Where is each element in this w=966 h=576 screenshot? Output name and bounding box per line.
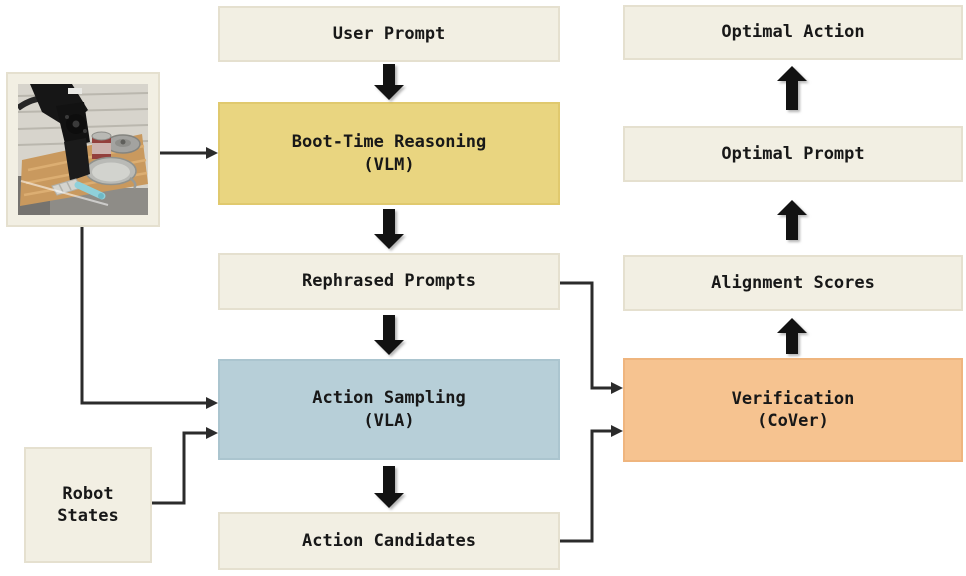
node-boot-time-reasoning: Boot-Time Reasoning (VLM) — [218, 102, 560, 205]
node-optimal-prompt: Optimal Prompt — [623, 126, 963, 182]
scene-metal-bowl — [85, 156, 137, 189]
node-user-prompt: User Prompt — [218, 6, 560, 62]
node-user-prompt-label: User Prompt — [332, 23, 446, 44]
arrow-verification-to-alignment — [777, 318, 807, 354]
node-robot-states: Robot States — [24, 447, 152, 563]
arrow-photo-to-action-sampling — [80, 227, 218, 409]
node-verification-sublabel: (CoVer) — [757, 411, 829, 431]
node-verification-label: Verification — [731, 388, 855, 409]
node-robot-states-line1: Robot — [62, 483, 114, 504]
scene-can — [91, 131, 112, 159]
arrow-rephrased-to-verification — [560, 281, 623, 394]
scene-acrylic-edge — [20, 180, 109, 206]
node-alignment-scores: Alignment Scores — [623, 255, 963, 311]
node-rephrased-prompts-label: Rephrased Prompts — [302, 271, 476, 292]
node-alignment-scores-label: Alignment Scores — [711, 272, 875, 293]
scene-robot-arm — [18, 84, 90, 181]
node-boot-time-sublabel: (VLM) — [363, 154, 415, 175]
arrow-boot-time-to-rephrased — [374, 209, 404, 249]
node-action-candidates-label: Action Candidates — [302, 530, 476, 551]
node-optimal-prompt-label: Optimal Prompt — [721, 143, 865, 164]
robot-observation-photo — [6, 72, 160, 227]
arrow-optimal-prompt-to-optimal-action — [777, 66, 807, 110]
node-boot-time-label: Boot-Time Reasoning — [291, 132, 487, 153]
robot-scene-illustration — [18, 84, 148, 215]
node-action-candidates: Action Candidates — [218, 512, 560, 570]
node-optimal-action-label: Optimal Action — [721, 22, 865, 43]
node-optimal-action: Optimal Action — [623, 5, 963, 60]
node-action-sampling-sublabel: (VLA) — [363, 410, 415, 431]
node-robot-states-line2: States — [57, 506, 119, 526]
arrow-candidates-to-verification — [560, 425, 623, 543]
arrow-action-sampling-to-candidates — [374, 466, 404, 508]
scene-pot-lid — [105, 134, 141, 154]
node-action-sampling: Action Sampling (VLA) — [218, 359, 560, 460]
arrow-user-prompt-to-boot-time — [374, 64, 404, 100]
arrow-photo-to-boot-time — [160, 147, 218, 159]
arrow-alignment-to-optimal-prompt — [777, 200, 807, 240]
node-verification: Verification (CoVer) — [623, 358, 963, 462]
node-rephrased-prompts: Rephrased Prompts — [218, 253, 560, 310]
arrow-robot-states-to-action-sampling — [152, 427, 218, 505]
arrow-rephrased-to-action-sampling — [374, 315, 404, 355]
node-action-sampling-label: Action Sampling — [312, 388, 466, 409]
